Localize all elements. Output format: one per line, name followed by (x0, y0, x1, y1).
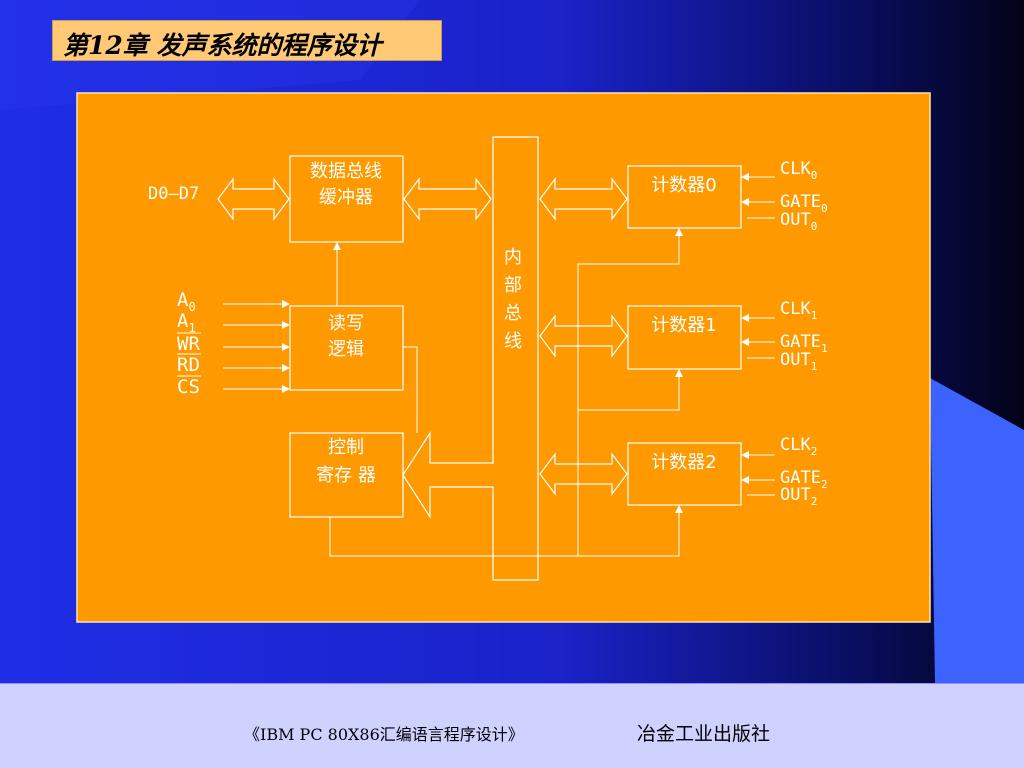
rw-logic-label-line2: 逻辑 (328, 339, 364, 360)
clk0-label: CLK0 (780, 159, 817, 182)
bus-arrows (217, 177, 628, 496)
connection-lines (223, 176, 775, 557)
bus-counter1-arrow (539, 314, 628, 358)
counter2-label: 计数器2 (651, 452, 716, 473)
bus-counter2-arrow (539, 452, 628, 496)
internal-bus-char1: 内 (504, 247, 522, 268)
input-a1-label: A1 (177, 310, 196, 335)
8253-block-diagram: 数据总线 缓冲器 读写 逻辑 控制 寄存 器 内 部 总 线 计数器0 计数器1… (76, 92, 931, 623)
clk2-label: CLK2 (780, 435, 817, 458)
rw-to-control-line (403, 346, 418, 433)
buffer-label-line2: 缓冲器 (319, 187, 373, 208)
data-bus-buffer-box (289, 155, 404, 243)
bus-counter0-arrow (539, 177, 628, 221)
counter2-box (627, 442, 742, 506)
counter0-label: 计数器0 (651, 175, 716, 196)
diagram-panel (76, 92, 931, 623)
buffer-label-line1: 数据总线 (310, 161, 382, 182)
internal-bus-char3: 总 (504, 303, 522, 324)
gate2-label: GATE2 (780, 468, 828, 491)
counter0-box (627, 165, 742, 229)
internal-bus (402, 136, 539, 581)
clk1-label: CLK1 (780, 299, 817, 322)
input-signal-labels: A0 A1 WR RD CS (177, 289, 201, 398)
out1-label: OUT1 (780, 350, 817, 373)
control-reg-label-line2: 寄存 器 (316, 465, 376, 486)
internal-bus-char4: 线 (504, 331, 522, 352)
input-cs-label: CS (177, 376, 200, 398)
control-reg-label-line1: 控制 (328, 437, 364, 458)
input-a0-label: A0 (177, 289, 196, 314)
background-wedge (930, 378, 1024, 683)
slide-title: 第12章 发声系统的程序设计 (63, 31, 382, 60)
gate0-label: GATE0 (780, 192, 828, 215)
footer-book-title: 《IBM PC 80X86汇编语言程序设计》 (244, 725, 524, 744)
arrowheads (282, 173, 749, 513)
data-bus-label: D0—D7 (148, 184, 199, 204)
title-box: 第12章 发声系统的程序设计 (52, 20, 442, 61)
counter1-box (627, 305, 742, 370)
read-write-logic-box (289, 305, 404, 391)
gate1-label: GATE1 (780, 332, 828, 355)
rw-logic-label-line1: 读写 (328, 313, 364, 334)
footer-publisher: 冶金工业出版社 (637, 723, 771, 745)
input-wr-label: WR (177, 333, 200, 355)
counter1-label: 计数器1 (651, 315, 716, 336)
d0-d7-arrow (217, 177, 290, 221)
input-rd-label: RD (177, 354, 200, 376)
out0-label: OUT0 (780, 210, 817, 233)
out2-label: OUT2 (780, 485, 817, 508)
counter-signal-labels: CLK0 GATE0 OUT0 CLK1 GATE1 OUT1 CLK2 GAT… (780, 159, 828, 508)
footer-bar: 《IBM PC 80X86汇编语言程序设计》 冶金工业出版社 (0, 683, 1024, 768)
buffer-bus-arrow (403, 177, 492, 221)
internal-bus-char2: 部 (504, 275, 522, 296)
